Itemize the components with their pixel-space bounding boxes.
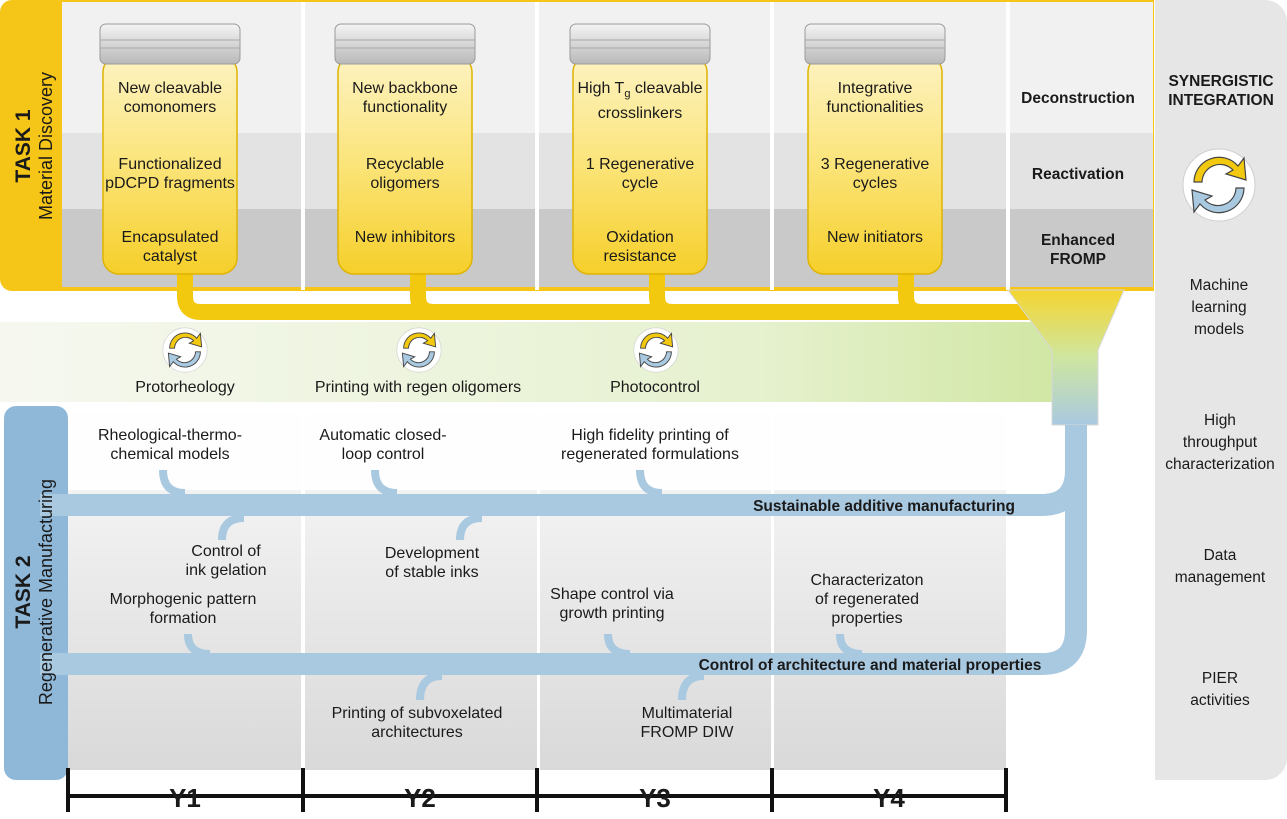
task2-subtitle: Regenerative Manufacturing [36, 478, 56, 706]
jar4-top-text: Integrative functionalities [826, 80, 924, 116]
synergy-item-data: Data management [1174, 547, 1266, 586]
jar3-top-sub: g [624, 88, 631, 101]
task1-subtitle: Material Discovery [36, 71, 56, 221]
jar3-top-text: High Tg cleavable crosslinkers [577, 79, 702, 123]
task2-lower-item-2: Shape control via growth printing [550, 586, 674, 622]
jar1-top-text: New cleavable comonomers [117, 80, 223, 116]
task2-upper-item-3: High fidelity printing of regenerated fo… [561, 427, 739, 463]
jar1-mid-text: Functionalized pDCPD fragments [105, 156, 235, 192]
year-label-y1: Y1 [169, 783, 201, 813]
task2-bottom-item-1: Printing of subvoxelated architectures [331, 705, 503, 741]
row-label-reactivation: Reactivation [1031, 166, 1125, 183]
printing-regen-cycle-icon [396, 327, 442, 373]
year-label-y2: Y2 [404, 783, 436, 813]
task1-label: TASK 1 [12, 109, 35, 183]
photocontrol-cycle-icon [633, 327, 679, 373]
jar3-bottom-text: Oxidation resistance [603, 229, 677, 265]
year-label-y3: Y3 [639, 783, 671, 813]
synergy-item-hts: High throughput characterization [1165, 412, 1275, 473]
row-label-deconstruction: Deconstruction [1021, 90, 1135, 107]
bridge-item-protorheology: Protorheology [135, 379, 235, 396]
pipe-label-architecture: Control of architecture and material pro… [698, 657, 1042, 674]
jar3-mid-text: 1 Regenerative cycle [585, 156, 695, 192]
jar4-mid-text: 3 Regenerative cycles [820, 156, 930, 192]
jar2-bottom-text: New inhibitors [354, 229, 456, 246]
task2-mid-item-2: Development of stable inks [384, 545, 480, 581]
jar3-top-pre: High T [577, 80, 625, 97]
task2-label: TASK 2 [12, 555, 35, 629]
jar2-mid-text: Recyclable oligomers [365, 156, 445, 192]
protorheology-cycle-icon [162, 327, 208, 373]
bridge-item-printing-regen: Printing with regen oligomers [314, 379, 522, 396]
jar1-bottom-text: Encapsulated catalyst [121, 229, 219, 265]
row-label-enhanced-fromp: Enhanced FROMP [1040, 232, 1116, 268]
task2-mid-item-1: Control of ink gelation [185, 543, 267, 579]
synergy-cycle-icon [1182, 148, 1256, 222]
jar4-bottom-text: New initiators [826, 229, 924, 246]
synergy-item-pier: PIER activities [1190, 670, 1250, 709]
task2-upper-item-1: Rheological-thermo- chemical models [97, 427, 243, 463]
task2-lower-item-3: Characterizaton of regenerated propertie… [810, 572, 924, 627]
synergy-item-ml: Machine learning models [1189, 277, 1249, 338]
task2-bottom-item-2: Multimaterial FROMP DIW [640, 705, 734, 741]
year-label-y4: Y4 [873, 783, 905, 813]
synergy-title: SYNERGISTIC INTEGRATION [1168, 73, 1274, 109]
bridge-item-photocontrol: Photocontrol [610, 379, 700, 396]
jar3-top-post: cleavable crosslinkers [597, 80, 703, 123]
jar2-top-text: New backbone functionality [352, 80, 458, 116]
task2-upper-item-2: Automatic closed- loop control [319, 427, 447, 463]
jars-group [99, 23, 946, 275]
task2-lower-item-1: Morphogenic pattern formation [109, 591, 257, 627]
task1-title: TASK 1 Material Discovery [12, 1, 57, 291]
task2-title: TASK 2 Regenerative Manufacturing [12, 427, 57, 757]
pipe-label-sustainable: Sustainable additive manufacturing [753, 498, 1015, 515]
